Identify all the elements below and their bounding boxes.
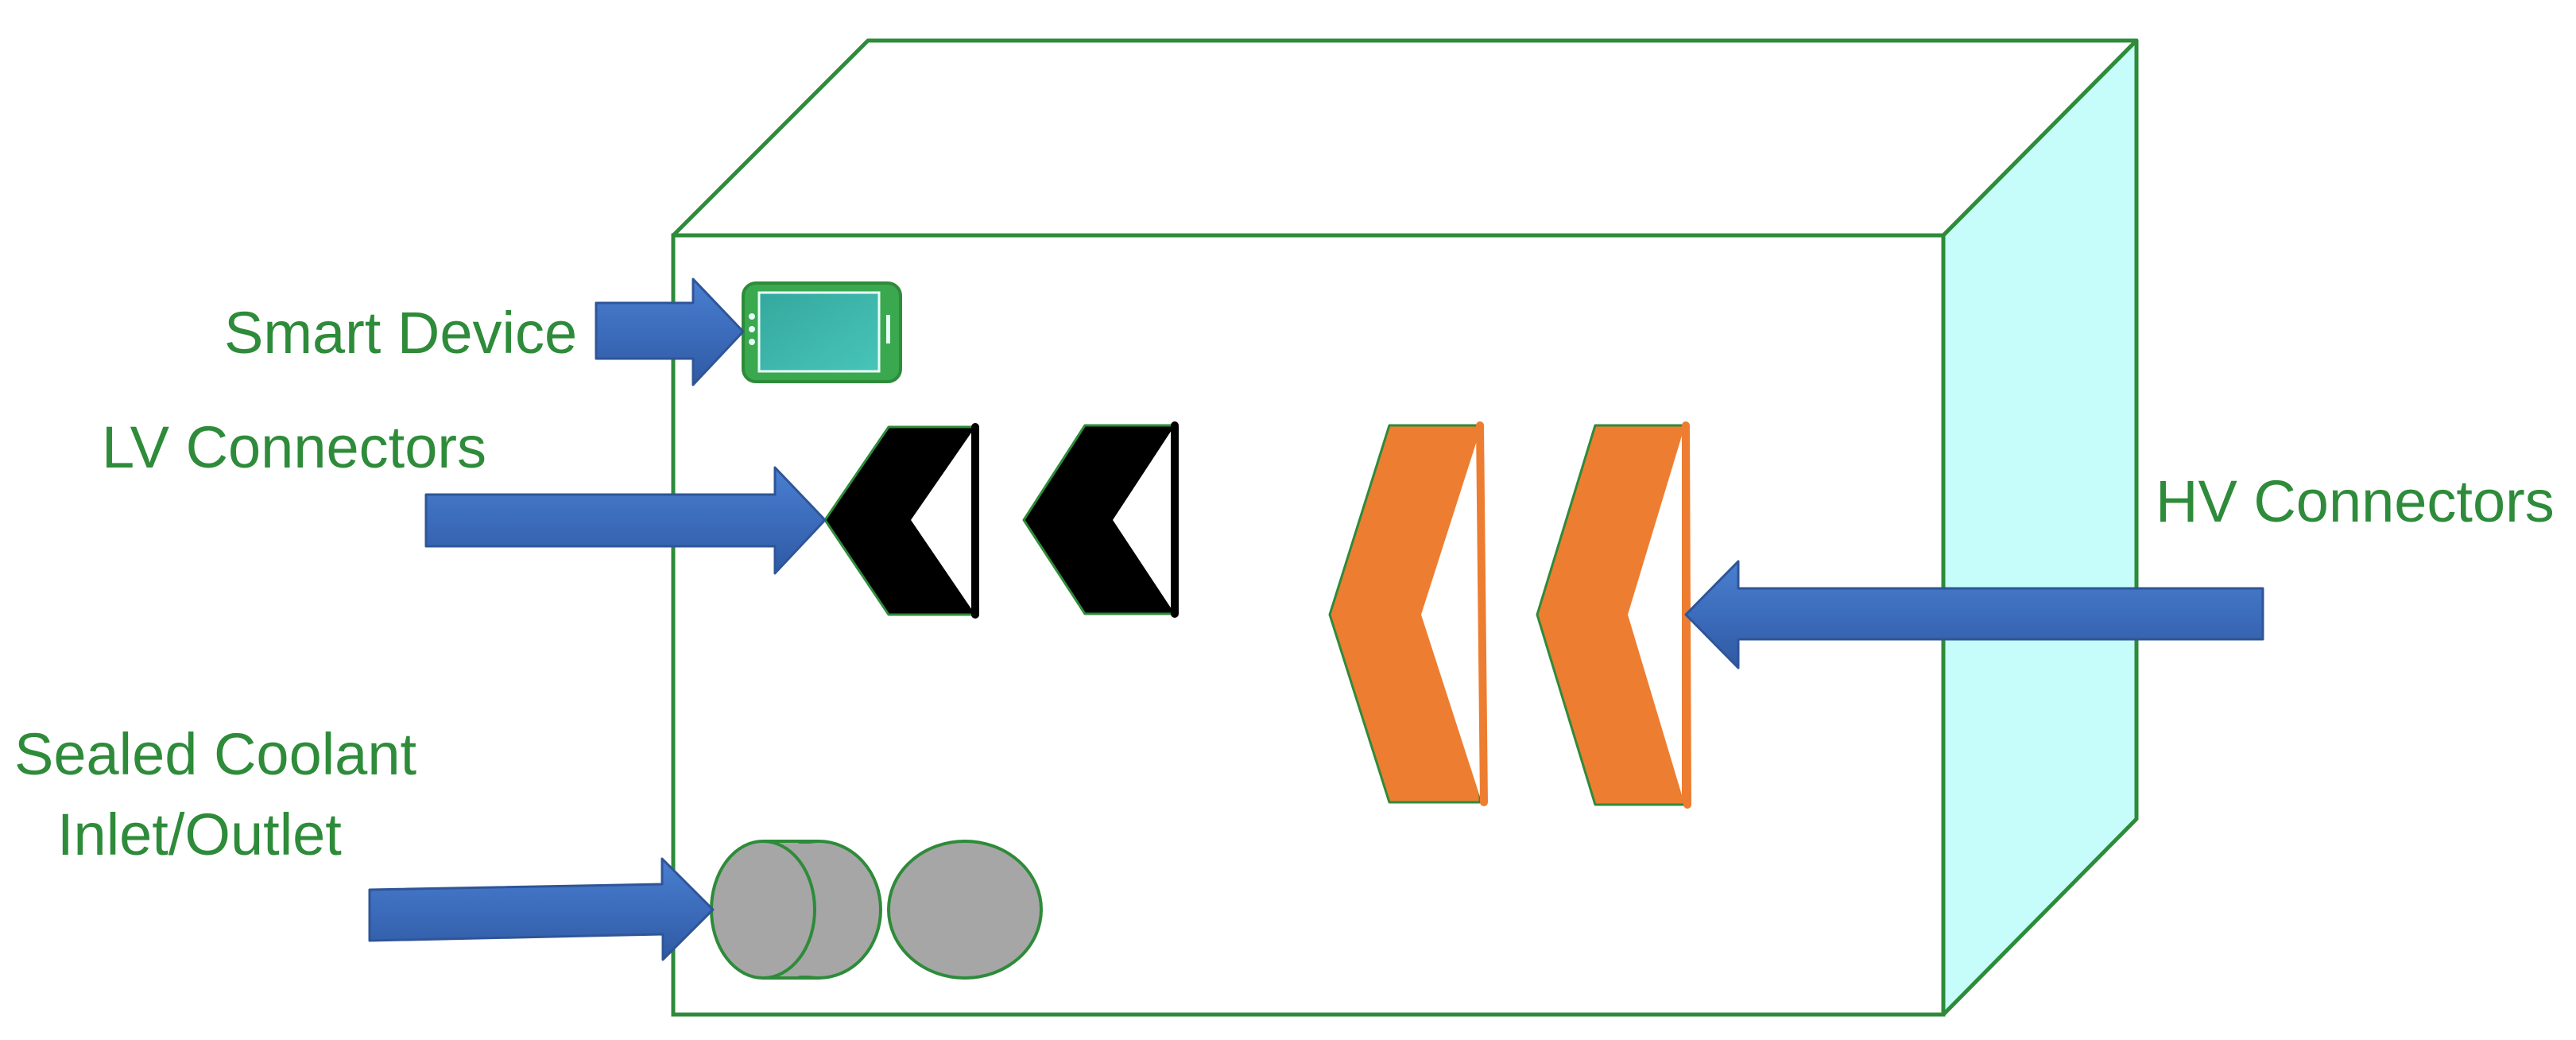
hv-connectors-arrow: [1684, 560, 2264, 669]
coolant-port-cylinder: [710, 840, 882, 980]
coolant-label-line-2: Inlet/Outlet: [57, 801, 342, 867]
lv-connectors-label: LV Connectors: [102, 414, 486, 480]
box-top-face: [671, 38, 2139, 238]
hv-connector-1: [1328, 421, 1488, 806]
tablet-icon: [742, 281, 902, 383]
lv-connector-2: [1022, 421, 1179, 618]
coolant-arrow: [368, 857, 715, 961]
lv-connectors-arrow: [424, 466, 827, 575]
coolant-label-line-1: Sealed Coolant: [14, 721, 416, 787]
lv-connector-1: [823, 423, 979, 619]
coolant-port-circle: [887, 840, 1043, 980]
hv-connectors-label: HV Connectors: [2156, 468, 2555, 534]
smart-device-arrow: [595, 277, 745, 386]
smart-device-label: Smart Device: [224, 300, 577, 366]
